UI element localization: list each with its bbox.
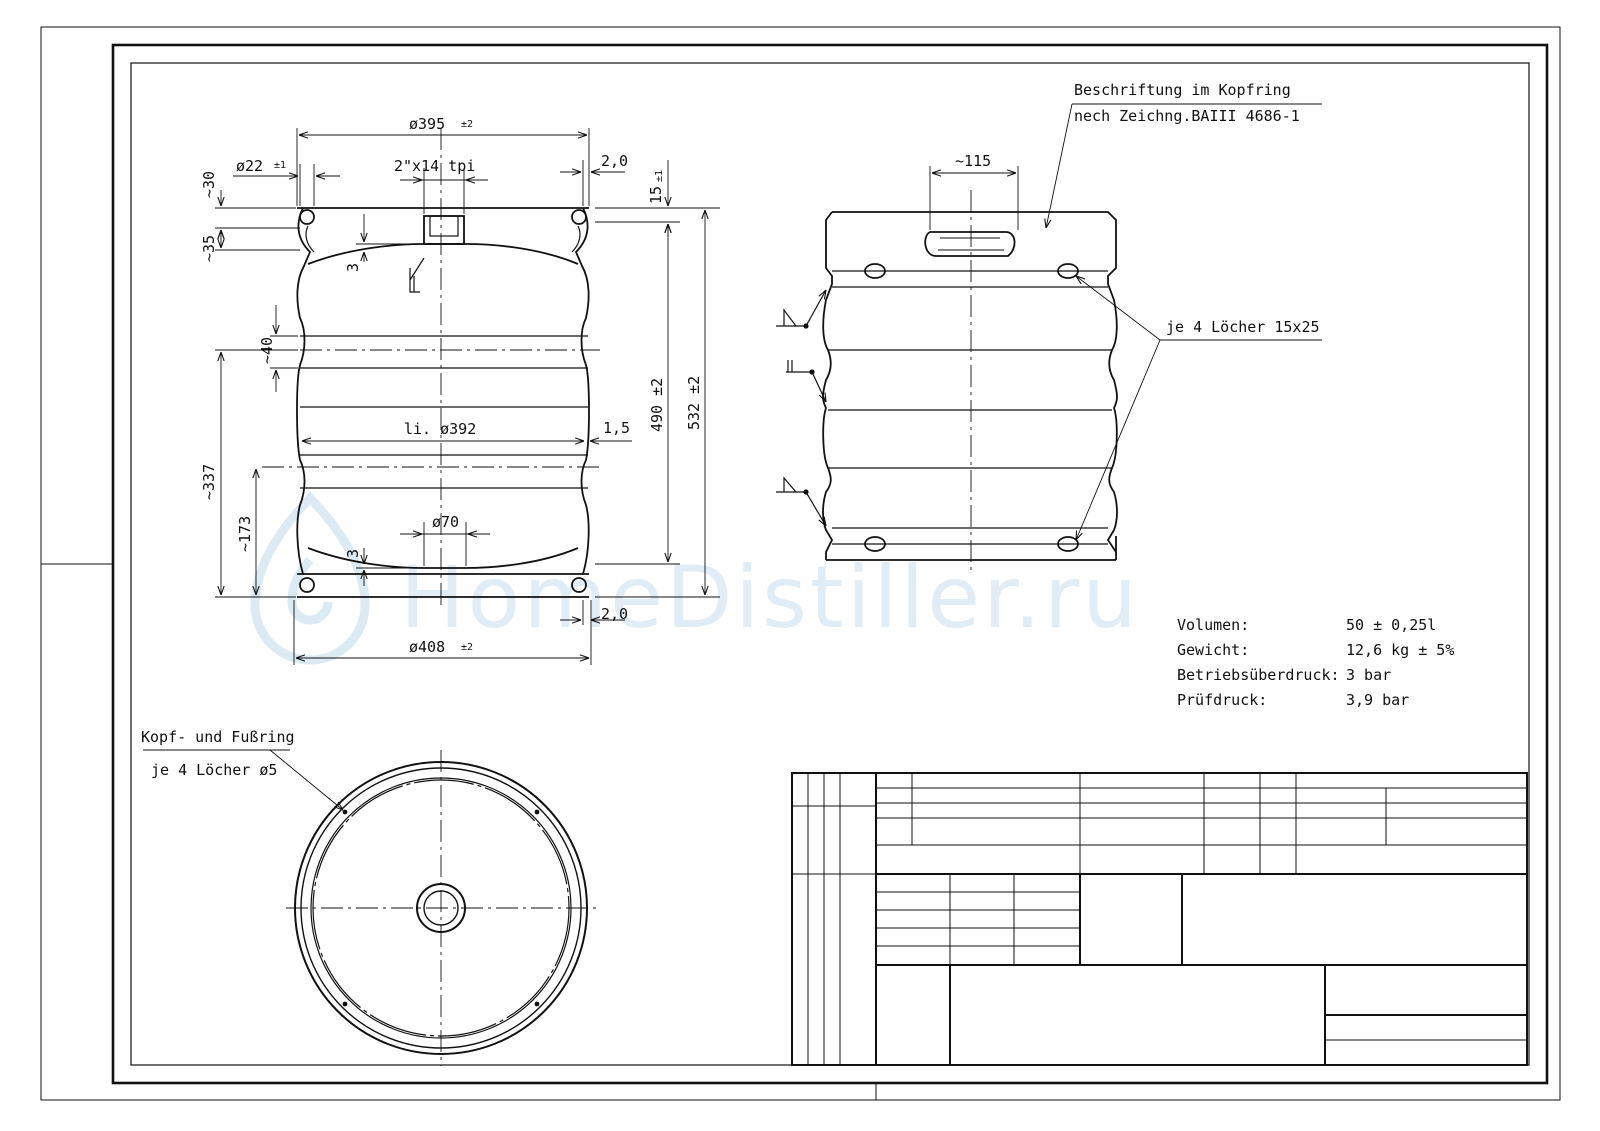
watermark-text: HomeDistiller.ru <box>400 548 1140 648</box>
spec-value-betriebsdruck: 3 bar <box>1346 666 1391 684</box>
dim-bottom-width-tol: ±2 <box>461 642 473 653</box>
dim-hole-dia-tol: ±1 <box>274 160 286 171</box>
spec-label-betriebsdruck: Betriebsüberdruck: <box>1177 666 1340 684</box>
dim-bottom-ring-offset: 2,0 <box>601 605 628 623</box>
top-view-text: Kopf- und Fußring je 4 Löcher ø5 <box>141 728 295 779</box>
dim-hole-dia: ø22 <box>236 157 263 175</box>
dim-total-height: 532 ±2 <box>685 376 703 430</box>
spec-label-volumen: Volumen: <box>1177 616 1249 634</box>
note-holes: je 4 Löcher 15x25 <box>1166 318 1320 336</box>
dim-handle: ~115 <box>955 152 991 170</box>
weld-symbols <box>776 290 826 526</box>
dim-wall: 1,5 <box>603 419 630 437</box>
dim-hole-top: ~30 <box>200 171 218 198</box>
side-view-dimension-text: ø395 ±2 ø22 ±1 2"x14 tpi 2,0 15 ±1 ~30 ~… <box>200 115 703 656</box>
keg-side-view <box>230 128 600 605</box>
keg-top-view <box>143 749 596 1066</box>
watermark: HomeDistiller.ru <box>250 491 1140 665</box>
spec-value-pruefdruck: 3,9 bar <box>1346 691 1409 709</box>
title-block <box>791 772 1528 1066</box>
dim-drain: ø70 <box>432 513 459 531</box>
dim-thread: 2"x14 tpi <box>394 157 475 175</box>
keg-front-view <box>822 190 1118 575</box>
spec-value-gewicht: 12,6 kg ± 5% <box>1346 641 1454 659</box>
dim-inner-dia: li. ø392 <box>404 420 476 438</box>
dim-hole-side: ~35 <box>200 235 218 262</box>
spec-label-gewicht: Gewicht: <box>1177 641 1249 659</box>
note-label-line2: nech Zeichng.BAIII 4686-1 <box>1074 107 1300 125</box>
dim-body-height: 490 ±2 <box>648 378 666 432</box>
front-view-dimensions <box>929 103 1322 540</box>
dim-top-ring: 15 <box>647 186 665 204</box>
dim-lower-rib: ~173 <box>236 516 254 552</box>
dim-dome: 3 <box>344 263 362 272</box>
dim-top-ring-tol: ±1 <box>654 170 665 182</box>
dim-ring-offset: 2,0 <box>601 152 628 170</box>
note-label-line1: Beschriftung im Kopfring <box>1074 81 1291 99</box>
side-view-dimensions <box>215 128 720 665</box>
dim-bottom-width: ø408 <box>409 638 445 656</box>
dim-lower-total: ~337 <box>200 464 218 500</box>
dim-top-width-tol: ±2 <box>461 119 473 130</box>
dim-top-width: ø395 <box>409 115 445 133</box>
spec-value-volumen: 50 ± 0,25l <box>1346 616 1436 634</box>
front-view-text: ~115 Beschriftung im Kopfring nech Zeich… <box>955 81 1320 336</box>
top-note-line1: Kopf- und Fußring <box>141 728 295 746</box>
spec-label-pruefdruck: Prüfdruck: <box>1177 691 1267 709</box>
top-note-line2: je 4 Löcher ø5 <box>151 761 277 779</box>
dim-rib: ~40 <box>258 337 276 364</box>
dim-bottom-dome: 3 <box>344 549 362 558</box>
spec-list: Volumen: 50 ± 0,25l Gewicht: 12,6 kg ± 5… <box>1177 616 1454 709</box>
